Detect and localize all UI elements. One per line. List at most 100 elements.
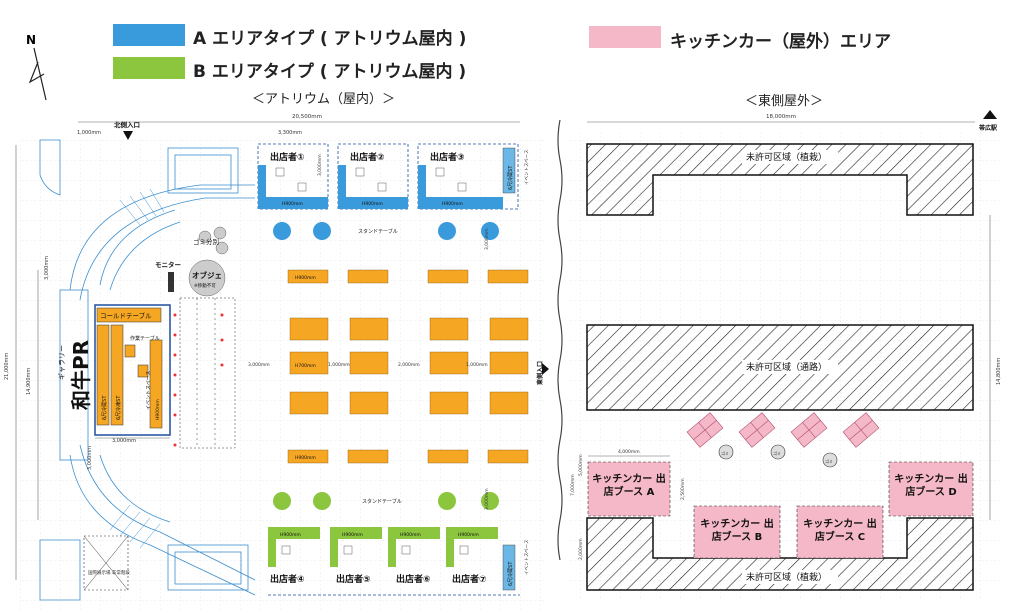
legend-swatch-area-b	[113, 57, 185, 79]
gomi-station: ゴミ分別	[193, 226, 229, 255]
exhibitor-booths-bottom: H900mm 出店者④ H900mm 出店者⑤ H900mm 出店者⑥ 6尺冷蔵…	[268, 527, 530, 596]
svg-text:1,000mm: 1,000mm	[77, 130, 101, 136]
north-entrance-arrow-icon	[123, 131, 133, 140]
restricted-planting-top	[586, 143, 974, 216]
svg-text:出店者⑦: 出店者⑦	[452, 573, 487, 585]
svg-text:3,000mm: 3,000mm	[484, 488, 490, 510]
svg-text:2,000mm: 2,000mm	[398, 362, 420, 368]
svg-text:3,000mm: 3,000mm	[248, 362, 270, 368]
section-title-east: ＜東側屋外＞	[745, 94, 824, 109]
svg-text:H900mm: H900mm	[155, 399, 161, 420]
svg-text:4,000mm: 4,000mm	[618, 449, 640, 455]
svg-text:出店者⑥: 出店者⑥	[396, 573, 431, 585]
svg-text:2,000mm: 2,000mm	[578, 538, 584, 560]
svg-text:2,500mm: 2,500mm	[680, 478, 686, 500]
svg-text:H900mm: H900mm	[280, 532, 301, 538]
svg-text:H700mm: H700mm	[295, 363, 316, 369]
svg-text:3,000mm: 3,000mm	[112, 438, 136, 444]
svg-text:6尺冷蔵ST: 6尺冷蔵ST	[507, 561, 514, 586]
svg-text:スタンドテーブル: スタンドテーブル	[362, 498, 402, 505]
svg-text:21,000mm: 21,000mm	[4, 353, 10, 380]
svg-text:3,000mm: 3,000mm	[484, 228, 490, 250]
kitchen-booth-b	[693, 505, 781, 559]
svg-text:6尺冷蔵ST: 6尺冷蔵ST	[507, 165, 514, 190]
kitchen-booth-c	[796, 505, 884, 559]
svg-text:スタンドテーブル: スタンドテーブル	[358, 228, 398, 235]
svg-text:6尺冷蔵ST: 6尺冷蔵ST	[101, 395, 108, 420]
svg-text:作業テーブル: 作業テーブル	[130, 335, 160, 342]
kitchen-booth-b-label: キッチンカー 出店ブース B	[700, 519, 774, 543]
curved-staircase	[39, 139, 256, 601]
svg-text:H900mm: H900mm	[295, 275, 316, 281]
svg-text:イベントスペース: イベントスペース	[524, 149, 530, 185]
legend-swatch-area-a	[113, 24, 185, 46]
svg-text:6尺冷凍ST: 6尺冷凍ST	[115, 395, 122, 420]
svg-text:※移動不可: ※移動不可	[194, 282, 216, 289]
svg-text:出店者②: 出店者②	[350, 151, 385, 163]
svg-text:H900mm: H900mm	[282, 201, 303, 207]
kitchen-booth-d-label: キッチンカー 出店ブース D	[894, 474, 968, 498]
svg-text:ギャラリー: ギャラリー	[58, 345, 66, 380]
svg-text:18,000mm: 18,000mm	[766, 114, 796, 120]
monitor-label: モニター	[155, 260, 181, 269]
legend-swatch-kitchen	[589, 26, 661, 48]
svg-text:未許可区域（植栽）: 未許可区域（植栽）	[746, 151, 827, 163]
svg-text:国際展示場 非常階段: 国際展示場 非常階段	[88, 569, 130, 576]
compass-icon: N	[26, 33, 47, 101]
svg-text:3,000mm: 3,000mm	[44, 256, 50, 280]
svg-text:5,000mm: 5,000mm	[578, 454, 584, 476]
svg-text:H900mm: H900mm	[458, 532, 479, 538]
obihiro-station-arrow-icon	[983, 110, 997, 119]
restricted-planting-bottom	[586, 517, 974, 591]
svg-text:3,000mm: 3,000mm	[317, 154, 323, 176]
svg-text:H900mm: H900mm	[342, 532, 363, 538]
svg-text:出店者④: 出店者④	[270, 573, 305, 585]
svg-text:3,300mm: 3,300mm	[278, 130, 302, 136]
svg-text:H900mm: H900mm	[295, 455, 316, 461]
exhibitor-booths-top: 出店者① H900mm 出店者② H900mm 6尺冷蔵ST 出店者③ H900…	[257, 143, 530, 210]
svg-text:14,900mm: 14,900mm	[26, 368, 32, 395]
legend-label-kitchen: キッチンカー（屋外）エリア	[670, 32, 891, 52]
kitchen-booth-c-label: キッチンカー 出店ブース C	[803, 519, 877, 543]
kitchen-booth-a-label: キッチンカー 出店ブース A	[592, 474, 666, 498]
svg-text:3,000mm: 3,000mm	[87, 446, 93, 470]
kitchen-booth-a	[587, 461, 671, 517]
svg-text:ゴミ: ゴミ	[721, 450, 729, 456]
legend-label-area-b: B エリアタイプ ( アトリウム屋内 )	[193, 62, 467, 82]
cold-table-area: コールドテーブル 6尺冷蔵ST 6尺冷凍ST 作業テーブル H900mm 3,0…	[94, 304, 171, 444]
section-title-atrium: ＜アトリウム（屋内）＞	[252, 92, 396, 107]
svg-text:出店者⑤: 出店者⑤	[336, 573, 371, 585]
wagyu-pr-label: 和牛PR	[69, 340, 93, 410]
object-fixture: オブジェ ※移動不可	[188, 259, 226, 297]
svg-text:1,000mm: 1,000mm	[328, 362, 350, 368]
svg-text:ゴミ分別: ゴミ分別	[193, 237, 219, 246]
svg-text:H900mm: H900mm	[442, 201, 463, 207]
svg-text:ゴミ: ゴミ	[773, 450, 781, 456]
svg-text:未許可区域（通路）: 未許可区域（通路）	[746, 361, 827, 373]
svg-text:H900mm: H900mm	[362, 201, 383, 207]
svg-text:イベントスペース: イベントスペース	[146, 371, 152, 410]
section-divider	[557, 119, 563, 561]
svg-text:出店者③: 出店者③	[430, 151, 465, 163]
svg-text:7,000mm: 7,000mm	[570, 474, 576, 496]
outdoor-seating	[686, 412, 880, 448]
east-entrance-label: 東側入口	[536, 361, 544, 385]
svg-text:14,800mm: 14,800mm	[996, 358, 1002, 385]
svg-text:出店者①: 出店者①	[270, 151, 305, 163]
svg-text:ゴミ: ゴミ	[825, 458, 833, 464]
stand-tables-top	[273, 222, 499, 240]
svg-text:H900mm: H900mm	[400, 532, 421, 538]
svg-text:N: N	[26, 33, 36, 47]
monitor-icon	[168, 272, 174, 292]
svg-text:イベントスペース: イベントスペース	[524, 539, 530, 575]
kitchen-booth-d	[888, 461, 974, 517]
obihiro-station-label: 帯広駅	[979, 124, 998, 132]
svg-text:未許可区域（植栽）: 未許可区域（植栽）	[746, 571, 827, 583]
dim-total-width: 20,500mm	[292, 114, 322, 120]
svg-text:1,000mm: 1,000mm	[466, 362, 488, 368]
north-entrance-label: 北側入口	[114, 120, 140, 129]
east-entrance-arrow-icon	[542, 363, 549, 375]
trash-bins: ゴミ ゴミ ゴミ	[718, 444, 838, 468]
stand-tables-bottom	[273, 492, 499, 510]
